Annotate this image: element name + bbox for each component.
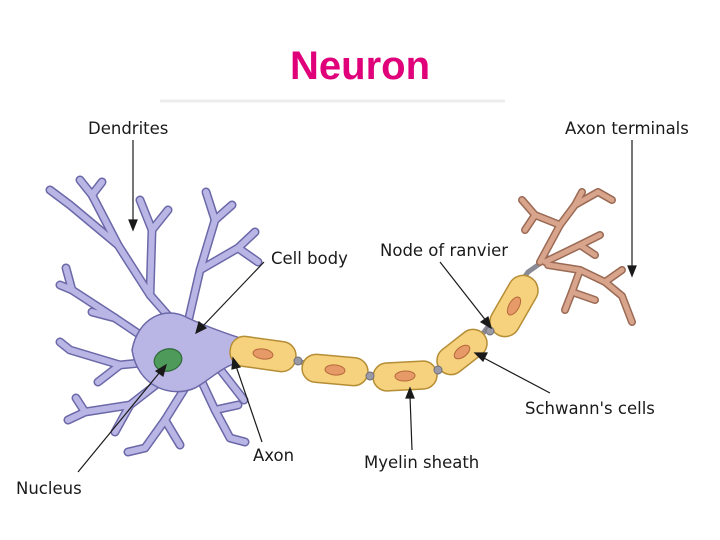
node-of-ranvier <box>293 356 303 366</box>
slide-title: Neuron <box>290 44 430 88</box>
label-nucleus: Nucleus <box>16 479 82 498</box>
label-dendrites: Dendrites <box>88 119 168 138</box>
label-node-of-ranvier: Node of ranvier <box>380 241 508 260</box>
nucleus <box>153 348 183 372</box>
node-of-ranvier <box>433 365 443 375</box>
label-myelin-sheath: Myelin sheath <box>364 453 479 472</box>
node-of-ranvier <box>485 326 495 336</box>
myelin-segment <box>372 360 438 392</box>
label-axon: Axon <box>253 446 294 465</box>
axon-terminals <box>518 188 636 326</box>
label-schwann-cells: Schwann's cells <box>525 399 655 418</box>
myelin-segment <box>301 353 369 387</box>
label-axon-terminals: Axon terminals <box>565 119 689 138</box>
node-of-ranvier <box>365 371 375 381</box>
dendrites <box>45 175 263 457</box>
myelin-sheath <box>229 274 539 392</box>
myelin-segment <box>489 274 539 338</box>
label-cell-body: Cell body <box>271 249 348 268</box>
pointer-arrows <box>77 140 637 473</box>
nodes-of-ranvier <box>293 326 495 381</box>
